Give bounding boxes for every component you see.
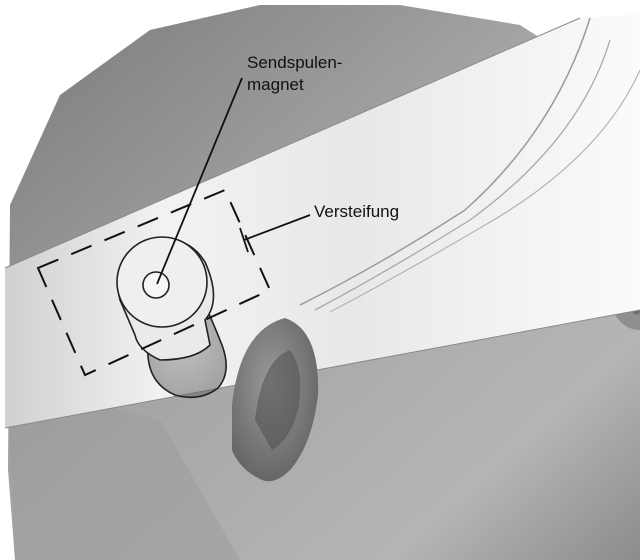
magnet-circle [143, 272, 169, 298]
magnet-label-line1: Sendspulen- [247, 53, 342, 72]
stiffening-label: Versteifung [314, 202, 399, 221]
magnet-label-line2: magnet [247, 75, 304, 94]
